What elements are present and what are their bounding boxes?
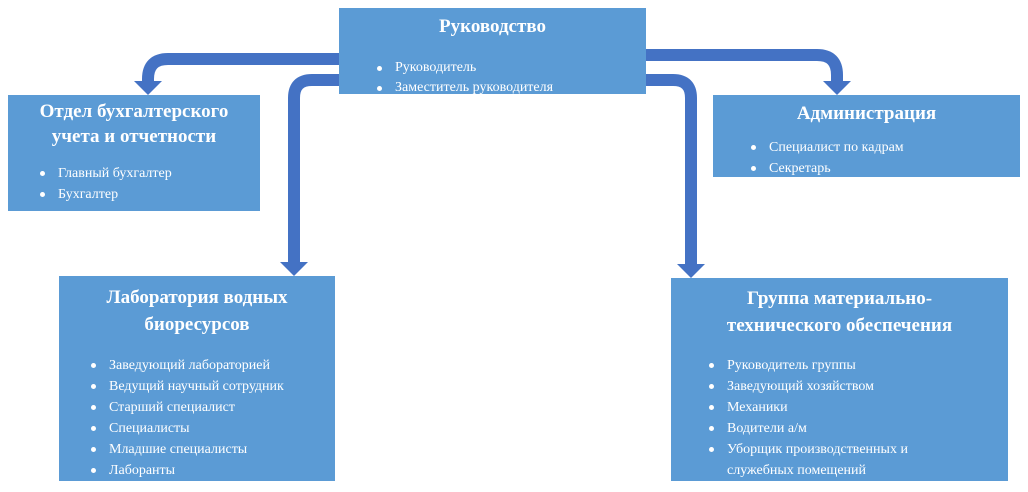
administration-title: Администрация (796, 103, 937, 124)
list-item: Старший специалист (83, 397, 335, 418)
list-item: Руководитель (369, 58, 646, 78)
arrowhead-to-administration (823, 81, 851, 95)
list-item: Руководитель группы (701, 355, 1008, 376)
list-item: Водители а/м (701, 418, 1008, 439)
list-item: Заместитель руководителя (369, 78, 646, 98)
management-title: Руководство (439, 16, 546, 37)
accounting-list: Главный бухгалтер Бухгалтер (32, 163, 260, 205)
laboratory-box: Лаборатория водных биоресурсов Заведующи… (59, 276, 335, 481)
laboratory-list: Заведующий лабораторией Ведущий научный … (83, 355, 335, 481)
list-item: Бухгалтер (32, 184, 260, 205)
connector-to-accounting (142, 53, 339, 84)
list-item: Секретарь (743, 158, 1020, 179)
accounting-box: Отдел бухгалтерского учета и отчетности … (8, 95, 260, 211)
arrowhead-to-accounting (134, 81, 162, 95)
management-list: Руководитель Заместитель руководителя (369, 58, 646, 98)
list-item: Механики (701, 397, 1008, 418)
administration-box: Администрация Специалист по кадрам Секре… (713, 95, 1020, 177)
accounting-title: Отдел бухгалтерского учета и отчетности (39, 101, 229, 147)
logistics-title: Группа материально- технического обеспеч… (726, 288, 953, 336)
list-item: Ведущий научный сотрудник (83, 376, 335, 397)
connector-to-administration (646, 49, 843, 84)
list-item: Заведующий лабораторией (83, 355, 335, 376)
list-item: Младшие специалисты (83, 439, 335, 460)
list-item: Специалисты (83, 418, 335, 439)
management-box: Руководство Руководитель Заместитель рук… (339, 8, 646, 95)
connector-to-laboratory (288, 74, 339, 264)
logistics-box: Группа материально- технического обеспеч… (671, 278, 1008, 481)
arrowhead-to-laboratory (280, 262, 308, 276)
arrowhead-to-logistics (677, 264, 705, 278)
list-item: Уборщик производственных и служебных пом… (701, 439, 1008, 481)
list-item: Лаборанты (83, 460, 335, 481)
list-item: Главный бухгалтер (32, 163, 260, 184)
list-item: Специалист по кадрам (743, 137, 1020, 158)
list-item: Заведующий хозяйством (701, 376, 1008, 397)
connector-to-logistics (646, 74, 697, 266)
laboratory-title: Лаборатория водных биоресурсов (106, 287, 288, 335)
logistics-list: Руководитель группы Заведующий хозяйство… (701, 355, 1008, 481)
administration-list: Специалист по кадрам Секретарь (743, 137, 1020, 179)
